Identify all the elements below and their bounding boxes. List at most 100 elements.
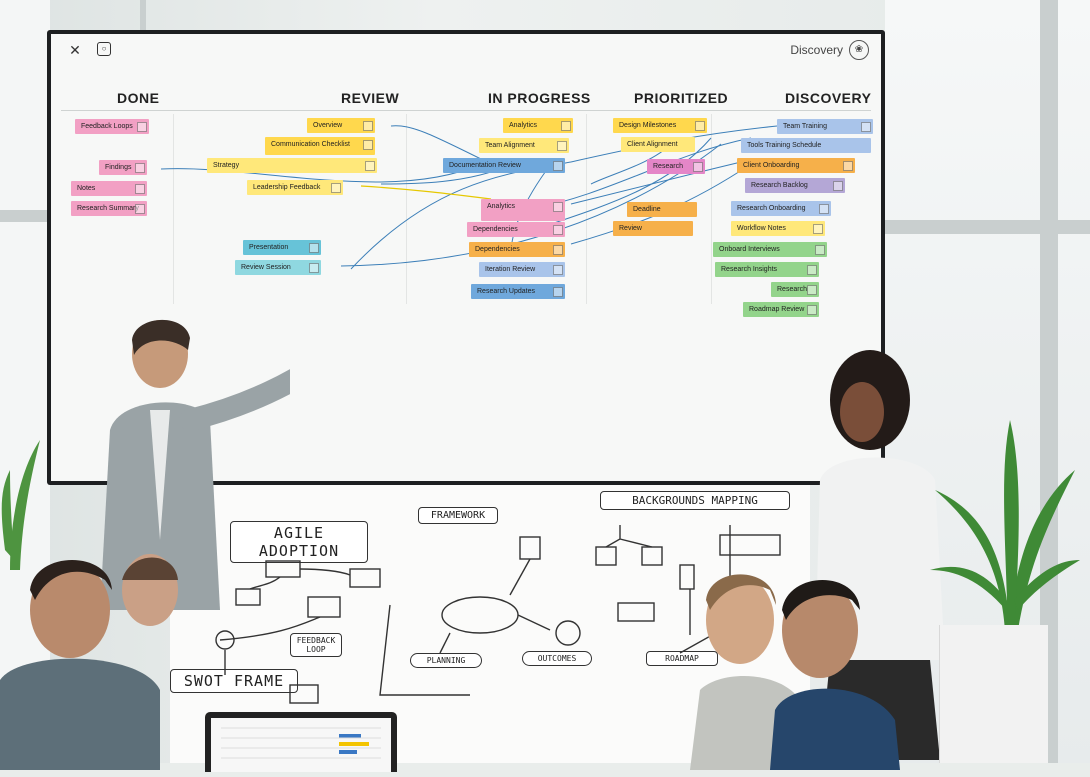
column-header-in-progress: IN PROGRESS — [488, 90, 591, 106]
plant-pot — [939, 625, 1048, 763]
card-tag-icon — [553, 265, 563, 275]
audience-left — [0, 554, 178, 770]
card-label: Team Training — [783, 123, 827, 130]
column-divider — [406, 114, 407, 304]
card-in-progress[interactable]: Documentation Review — [443, 158, 565, 173]
laptop-screen — [211, 718, 391, 772]
card-tag-icon — [553, 225, 563, 235]
laptop-chart — [221, 727, 381, 759]
card-tag-icon — [807, 285, 817, 295]
card-label: Presentation — [249, 244, 289, 251]
card-tag-icon — [331, 183, 341, 193]
card-in-progress[interactable]: Team Alignment — [479, 138, 569, 153]
card-in-progress[interactable]: Analytics — [503, 118, 573, 133]
framework-box: FRAMEWORK — [418, 507, 498, 524]
app-switcher[interactable]: Discovery ❀ — [790, 40, 869, 60]
card-prioritized[interactable]: Review — [613, 221, 693, 236]
card-in-progress[interactable]: Analytics — [481, 199, 565, 221]
card-tag-icon — [815, 245, 825, 255]
card-review[interactable]: Presentation — [243, 240, 321, 255]
card-label: Research Backlog — [751, 182, 808, 189]
card-label: Design Milestones — [619, 122, 677, 129]
card-discovery[interactable]: Team Training — [777, 119, 873, 134]
window-frame-top — [140, 0, 146, 30]
window-frame-left — [0, 210, 50, 222]
card-tag-icon — [807, 305, 817, 315]
card-label: Client Onboarding — [743, 162, 800, 169]
card-tag-icon — [137, 122, 147, 132]
kanban-board: ✕ ○ Discovery ❀ DONE REVIEW IN PROGRESS … — [51, 34, 881, 481]
header-divider — [61, 110, 871, 111]
card-discovery[interactable]: Workflow Notes — [731, 221, 825, 236]
feedback-box: FEEDBACK LOOP — [290, 633, 342, 657]
card-review[interactable]: Strategy — [207, 158, 377, 173]
card-label: Overview — [313, 122, 343, 129]
card-tag-icon — [807, 265, 817, 275]
card-label: Team Alignment — [485, 142, 535, 149]
card-discovery[interactable]: Research Backlog — [745, 178, 845, 193]
card-label: Client Alignment — [627, 141, 678, 148]
plant-right — [930, 420, 1080, 630]
card-tag-icon — [309, 263, 319, 273]
outcomes-box: OUTCOMES — [522, 651, 592, 666]
card-in-progress[interactable]: Research Updates — [471, 284, 565, 299]
card-tag-icon — [819, 204, 829, 214]
card-discovery[interactable]: Research Onboarding — [731, 201, 831, 216]
card-done[interactable]: Feedback Loops — [75, 119, 149, 134]
card-discovery[interactable]: Roadmap Review — [743, 302, 819, 317]
plant-left — [1, 440, 40, 570]
card-discovery[interactable]: Onboard Interviews — [713, 242, 827, 257]
card-tag-icon — [553, 161, 563, 171]
card-tag-icon — [365, 161, 375, 171]
card-tag-icon — [833, 181, 843, 191]
card-prioritized[interactable]: Client Alignment — [621, 137, 695, 152]
card-discovery[interactable]: Research Insights — [715, 262, 819, 277]
card-label: Tools Training Schedule — [747, 142, 822, 149]
card-tag-icon — [553, 245, 563, 255]
card-review[interactable]: Review Session — [235, 260, 321, 275]
card-label: Research — [777, 286, 807, 293]
collapse-icon[interactable]: ✕ — [69, 42, 81, 58]
card-in-progress[interactable]: Dependencies — [469, 242, 565, 257]
card-done[interactable]: Notes — [71, 181, 147, 196]
card-label: Findings — [105, 164, 132, 171]
card-label: Onboard Interviews — [719, 246, 780, 253]
swot-box: SWOT FRAME — [170, 669, 298, 693]
card-review[interactable]: Communication Checklist — [265, 137, 375, 155]
card-label: Documentation Review — [449, 162, 521, 169]
settings-icon[interactable]: ○ — [97, 42, 111, 56]
card-prioritized[interactable]: Research — [647, 159, 705, 174]
card-label: Research Updates — [477, 288, 535, 295]
card-in-progress[interactable]: Iteration Review — [479, 262, 565, 277]
card-label: Strategy — [213, 162, 240, 169]
column-header-prioritized: PRIORITIZED — [634, 90, 729, 106]
card-done[interactable]: Research Summary — [71, 201, 147, 216]
card-tag-icon — [561, 121, 571, 131]
card-tag-icon — [813, 224, 823, 234]
card-tag-icon — [135, 204, 145, 214]
card-in-progress[interactable]: Dependencies — [467, 222, 565, 237]
card-tag-icon — [135, 184, 145, 194]
card-discovery[interactable]: Tools Training Schedule — [741, 138, 871, 153]
kanban-display: ✕ ○ Discovery ❀ DONE REVIEW IN PROGRESS … — [47, 30, 885, 485]
card-prioritized[interactable]: Deadline — [627, 202, 697, 217]
top-bar: ✕ ○ Discovery ❀ — [51, 34, 881, 66]
whiteboard-title-right: BACKGROUNDS MAPPING — [600, 491, 790, 510]
card-review[interactable]: Leadership Feedback — [247, 180, 343, 195]
card-label: Review — [619, 225, 642, 232]
card-discovery[interactable]: Research — [771, 282, 819, 297]
card-prioritized[interactable]: Design Milestones — [613, 118, 707, 133]
column-divider — [586, 114, 587, 304]
card-tag-icon — [363, 121, 373, 131]
card-label: Analytics — [487, 203, 516, 210]
card-review[interactable]: Overview — [307, 118, 375, 133]
column-header-review: REVIEW — [341, 90, 400, 106]
card-done[interactable]: Findings — [99, 160, 147, 175]
card-discovery[interactable]: Client Onboarding — [737, 158, 855, 173]
card-tag-icon — [693, 162, 703, 172]
card-tag-icon — [553, 202, 563, 212]
app-title: Discovery — [790, 43, 843, 57]
column-header-done: DONE — [117, 90, 160, 106]
column-divider — [711, 114, 712, 304]
presenter — [100, 319, 290, 610]
